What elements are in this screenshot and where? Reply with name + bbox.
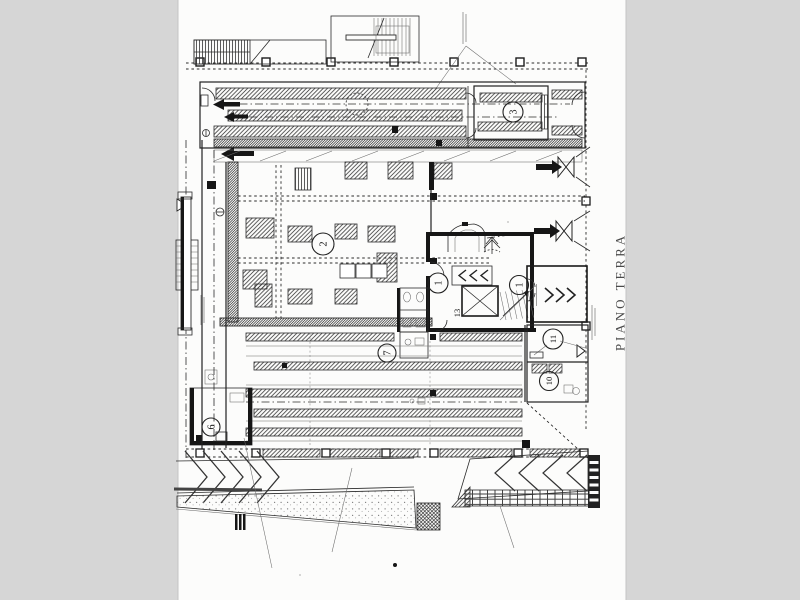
plan-title: PIANO TERRA (612, 233, 627, 351)
storage-hall (199, 81, 586, 161)
stair-block (330, 15, 420, 63)
ramp-chevron-band (457, 450, 589, 500)
room-label-1b: 1 (508, 274, 530, 296)
flow-arrow-icon (213, 99, 248, 122)
ramp-block (193, 39, 327, 65)
rack-strip (551, 89, 583, 100)
rack-strip (439, 332, 523, 342)
counter-blocks (339, 263, 388, 279)
site-chevrons-left (184, 450, 280, 504)
door-swing (429, 261, 445, 277)
room-1-number: 1 (514, 283, 525, 288)
rack-strip (227, 109, 463, 122)
thick-wall (227, 161, 239, 323)
rack-strip (253, 408, 523, 418)
rack-strip (213, 125, 467, 138)
stair-handrail (345, 34, 397, 41)
room-label-1a: 1 (427, 272, 449, 294)
chevron-right-icon (544, 287, 577, 303)
production-hall: 2 (219, 161, 585, 327)
dashed-circle-marker (345, 92, 369, 116)
room-label-7: 7 (377, 343, 397, 363)
scan-specks (299, 103, 541, 576)
thick-wall (219, 317, 433, 327)
rack-strip (477, 121, 543, 132)
rack-strip (253, 361, 523, 371)
rack-strip (551, 125, 583, 136)
room-11-number: 11 (548, 335, 558, 343)
top-annotation (431, 12, 517, 95)
room-3: 3 (465, 85, 549, 148)
rack-strip (479, 92, 543, 103)
road-edges (173, 457, 415, 494)
room-label-11: 11 (542, 328, 564, 350)
room-label-3: 3 (502, 101, 524, 123)
rack-strip (245, 427, 523, 437)
room-3-number: 3 (508, 110, 519, 115)
elevator-icon (461, 285, 499, 317)
sidewalk-wedge (175, 489, 417, 531)
door-swing (465, 92, 477, 139)
chevron-left-icon (451, 265, 493, 286)
room-1-number: 1 (433, 281, 444, 286)
gate-icon (534, 210, 591, 252)
room-2-number: 2 (318, 242, 329, 247)
room-7-number: 7 (382, 351, 393, 356)
warehouse-racks: 7 (245, 325, 530, 448)
room-6-number: 6 (206, 425, 217, 430)
valve-icon (576, 344, 586, 358)
dock-arrow-icon (221, 147, 254, 161)
room-6: 6 (189, 369, 253, 446)
corridor-left (200, 140, 227, 455)
door-swing (435, 319, 448, 332)
rooms-10-11: 11 10 (526, 305, 596, 403)
room-10-number: 10 (544, 377, 554, 386)
room-13-number: 13 (452, 309, 462, 318)
crosshatch-block (416, 502, 441, 531)
dock-edge-strip (213, 138, 583, 148)
leader-lines (235, 437, 515, 569)
rack-strip (215, 87, 467, 100)
gate-icon (536, 146, 591, 188)
rack-strip (245, 332, 395, 342)
door-swing (526, 278, 536, 302)
slat-barrier (588, 455, 600, 508)
rack-strip (245, 388, 523, 398)
loading-room (526, 265, 588, 323)
room-label-10: 10 (538, 370, 560, 392)
side-ramp-bar (177, 191, 193, 336)
door-swing (201, 87, 216, 102)
service-room (399, 319, 448, 359)
room-label-2: 2 (311, 232, 335, 256)
